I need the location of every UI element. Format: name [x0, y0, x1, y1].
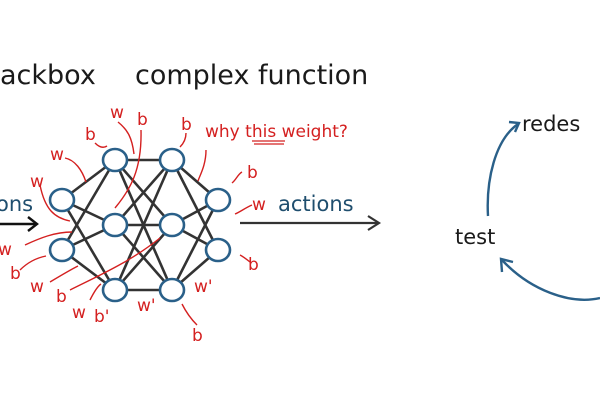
bias-label: b: [247, 163, 258, 183]
network-edge: [170, 159, 220, 251]
weight-label: w: [72, 303, 86, 323]
input-arrow: [0, 216, 39, 232]
network-edge: [113, 159, 174, 291]
bias-label: b: [248, 255, 259, 275]
network-edge: [60, 159, 117, 251]
neuron-node-layer-3: [204, 187, 232, 213]
title-complex-function: complex function: [135, 60, 368, 91]
bias-label: b: [85, 125, 96, 145]
network-edge: [114, 159, 173, 226]
this-underline: [252, 140, 285, 145]
cycle-arrows: [486, 120, 600, 301]
neuron-node-layer-1: [101, 147, 129, 173]
weight-label: w: [50, 145, 64, 165]
annotation-pointers: [19, 121, 253, 326]
neuron-node-layer-1: [101, 277, 129, 303]
weight-label: w: [110, 103, 124, 123]
network-edge: [170, 199, 220, 291]
neuron-node-layer-2: [158, 212, 186, 238]
outputs-label: actions: [278, 192, 354, 216]
bias-label: b: [181, 115, 192, 135]
inputs-label: ons: [0, 192, 33, 216]
neuron-node-layer-2: [158, 277, 186, 303]
cycle-redesign-label: redes: [522, 112, 580, 136]
bias-label: b: [56, 287, 67, 307]
neuron-node-layer-1: [101, 212, 129, 238]
weight-label: w': [137, 296, 156, 316]
neuron-node-layer-0: [48, 237, 76, 263]
weight-label: w: [30, 172, 44, 192]
neuron-node-layer-0: [48, 187, 76, 213]
cycle-test-label: test: [455, 225, 495, 249]
output-arrow: [240, 215, 382, 231]
title-blackbox: ackbox: [0, 60, 96, 91]
weight-label: w': [194, 277, 213, 297]
neuron-node-layer-2: [158, 147, 186, 173]
weight-label: w: [252, 195, 266, 215]
network-edge: [114, 224, 173, 291]
weight-label: w: [30, 277, 44, 297]
weight-label: w: [0, 240, 12, 260]
bias-label: b: [192, 326, 203, 346]
why-this-weight-annotation: why this weight?: [205, 122, 348, 142]
network-edge: [60, 199, 117, 291]
bias-label: b: [137, 110, 148, 130]
bias-label: b: [10, 264, 21, 284]
neuron-node-layer-3: [204, 237, 232, 263]
bias-label: b': [94, 307, 109, 327]
network-nodes: [48, 147, 232, 303]
